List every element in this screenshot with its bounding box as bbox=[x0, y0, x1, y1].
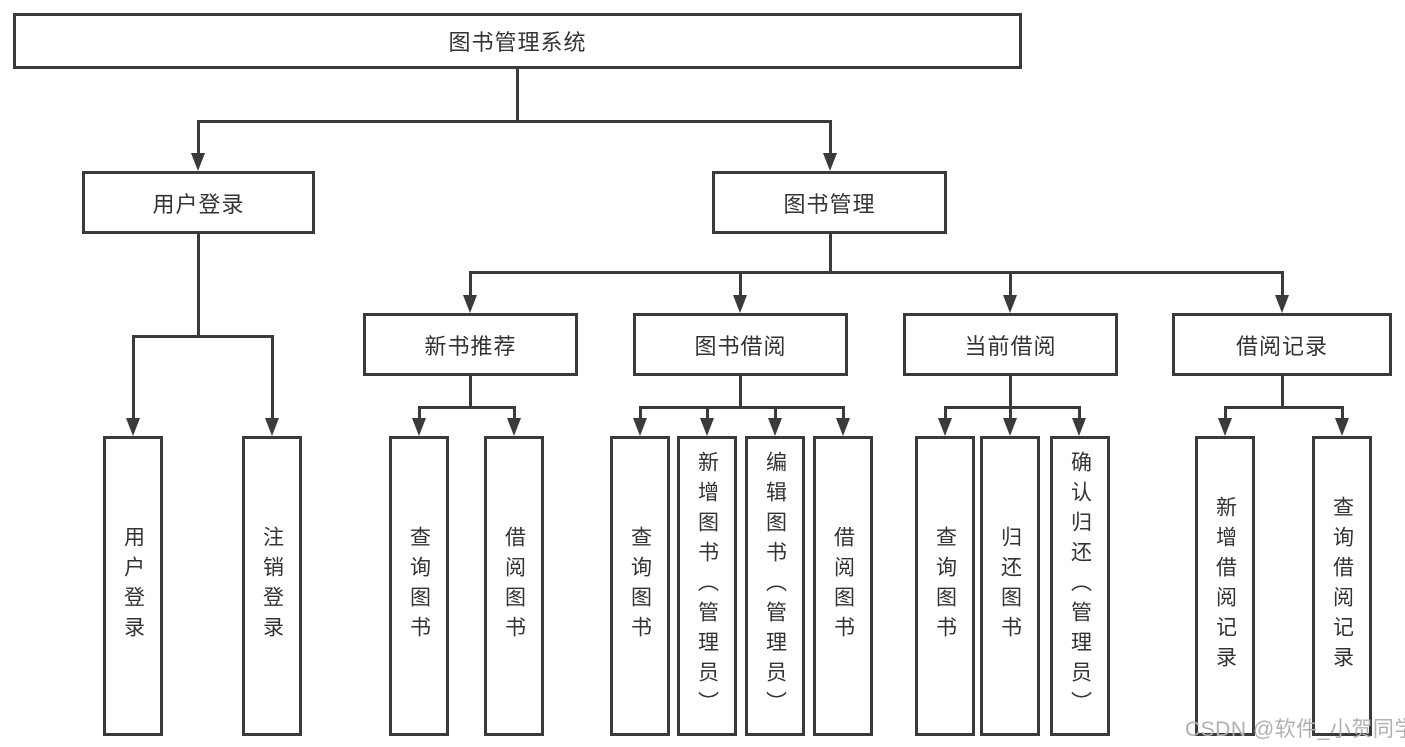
arrow-down-icon bbox=[1335, 418, 1349, 436]
arrow-down-icon bbox=[126, 418, 140, 436]
leaf-query-borrow-record: 查询借阅记录 bbox=[1312, 436, 1372, 736]
connector-stem bbox=[1281, 376, 1284, 408]
leaf-query-books-borrow: 查询图书 bbox=[610, 436, 670, 736]
leaf-add-books-admin-label: 新增图书（管理员） bbox=[695, 451, 719, 721]
leaf-user-login: 用户登录 bbox=[103, 436, 163, 736]
csdn-watermark: CSDN @软件_小贺同学 bbox=[1185, 718, 1405, 741]
leaf-borrow-books: 借阅图书 bbox=[813, 436, 873, 736]
leaf-return-books-label: 归还图书 bbox=[998, 526, 1022, 646]
connector-leaf-shaft bbox=[842, 406, 845, 421]
node-user-login: 用户登录 bbox=[82, 171, 315, 234]
connector-user-login-split bbox=[132, 335, 273, 338]
leaf-add-borrow-record: 新增借阅记录 bbox=[1195, 436, 1255, 736]
node-borrow-records-label: 借阅记录 bbox=[1235, 333, 1328, 359]
connector-book-mgmt-split bbox=[469, 271, 1283, 274]
connector-leaf-shaft bbox=[1009, 406, 1012, 421]
arrow-down-icon bbox=[733, 295, 747, 313]
leaf-logout: 注销登录 bbox=[242, 436, 302, 736]
connector-leaf-shaft bbox=[271, 335, 274, 420]
connector-leaf-shaft bbox=[639, 406, 642, 421]
connector-leaf-shaft bbox=[774, 406, 777, 421]
arrow-down-icon bbox=[1218, 418, 1232, 436]
connector-user-login-stem bbox=[197, 234, 200, 335]
connector-l3-shaft bbox=[469, 271, 472, 298]
arrow-down-icon bbox=[1072, 418, 1086, 436]
arrow-down-icon bbox=[768, 418, 782, 436]
leaf-borrow-books-label: 借阅图书 bbox=[831, 526, 855, 646]
connector-leaf-shaft bbox=[1078, 406, 1081, 421]
connector-book-mgmt-shaft bbox=[829, 120, 832, 157]
arrow-down-icon bbox=[938, 418, 952, 436]
leaf-confirm-return-admin: 确认归还（管理员） bbox=[1050, 436, 1110, 736]
node-new-book-recommend-label: 新书推荐 bbox=[424, 333, 517, 359]
leaf-confirm-return-admin-label: 确认归还（管理员） bbox=[1068, 451, 1092, 721]
leaf-borrow-books-recommend-label: 借阅图书 bbox=[502, 526, 526, 646]
leaf-logout-label: 注销登录 bbox=[260, 526, 284, 646]
connector-leaf-shaft bbox=[706, 406, 709, 421]
connector-leaf-shaft bbox=[1224, 406, 1227, 421]
leaf-add-books-admin: 新增图书（管理员） bbox=[677, 436, 737, 736]
node-book-borrow: 图书借阅 bbox=[633, 313, 848, 376]
arrow-down-icon bbox=[507, 418, 521, 436]
arrow-down-icon bbox=[191, 153, 205, 171]
connector-split bbox=[418, 406, 516, 409]
node-current-borrow: 当前借阅 bbox=[903, 313, 1118, 376]
leaf-edit-books-admin: 编辑图书（管理员） bbox=[745, 436, 805, 736]
node-library-system-label: 图书管理系统 bbox=[448, 30, 587, 55]
connector-leaf-shaft bbox=[513, 406, 516, 421]
arrow-down-icon bbox=[1003, 295, 1017, 313]
connector-l3-shaft bbox=[1009, 271, 1012, 298]
arrow-down-icon bbox=[633, 418, 647, 436]
leaf-edit-books-admin-label: 编辑图书（管理员） bbox=[763, 451, 787, 721]
leaf-query-books-recommend-label: 查询图书 bbox=[407, 526, 431, 646]
connector-leaf-shaft bbox=[1341, 406, 1344, 421]
arrow-down-icon bbox=[700, 418, 714, 436]
connector-split bbox=[944, 406, 1081, 409]
node-user-login-label: 用户登录 bbox=[152, 191, 245, 217]
connector-leaf-shaft bbox=[944, 406, 947, 421]
node-current-borrow-label: 当前借阅 bbox=[964, 333, 1057, 359]
leaf-query-books-current: 查询图书 bbox=[915, 436, 975, 736]
connector-l3-shaft bbox=[1281, 271, 1284, 298]
connector-split bbox=[639, 406, 845, 409]
node-book-management-label: 图书管理 bbox=[783, 191, 876, 217]
connector-stem bbox=[739, 376, 742, 408]
connector-stem bbox=[1009, 376, 1012, 408]
leaf-query-books-recommend: 查询图书 bbox=[389, 436, 449, 736]
connector-root-split bbox=[197, 120, 832, 123]
connector-stem bbox=[469, 376, 472, 408]
node-library-system: 图书管理系统 bbox=[13, 13, 1022, 69]
leaf-query-books-current-label: 查询图书 bbox=[933, 526, 957, 646]
connector-leaf-shaft bbox=[132, 335, 135, 420]
connector-book-mgmt-stem bbox=[829, 234, 832, 274]
arrow-down-icon bbox=[1003, 418, 1017, 436]
arrow-down-icon bbox=[463, 295, 477, 313]
node-new-book-recommend: 新书推荐 bbox=[363, 313, 578, 376]
arrow-down-icon bbox=[1275, 295, 1289, 313]
node-book-borrow-label: 图书借阅 bbox=[694, 333, 787, 359]
leaf-query-books-borrow-label: 查询图书 bbox=[628, 526, 652, 646]
connector-split bbox=[1224, 406, 1343, 409]
arrow-down-icon bbox=[412, 418, 426, 436]
connector-l3-shaft bbox=[739, 271, 742, 298]
connector-user-login-shaft bbox=[197, 120, 200, 157]
leaf-user-login-label: 用户登录 bbox=[121, 526, 145, 646]
arrow-down-icon bbox=[823, 153, 837, 171]
node-borrow-records: 借阅记录 bbox=[1172, 313, 1392, 376]
arrow-down-icon bbox=[265, 418, 279, 436]
leaf-return-books: 归还图书 bbox=[980, 436, 1040, 736]
leaf-borrow-books-recommend: 借阅图书 bbox=[484, 436, 544, 736]
node-book-management: 图书管理 bbox=[712, 171, 947, 234]
connector-leaf-shaft bbox=[418, 406, 421, 421]
leaf-query-borrow-record-label: 查询借阅记录 bbox=[1330, 496, 1354, 676]
leaf-add-borrow-record-label: 新增借阅记录 bbox=[1213, 496, 1237, 676]
arrow-down-icon bbox=[836, 418, 850, 436]
connector-root-stem bbox=[516, 69, 519, 122]
